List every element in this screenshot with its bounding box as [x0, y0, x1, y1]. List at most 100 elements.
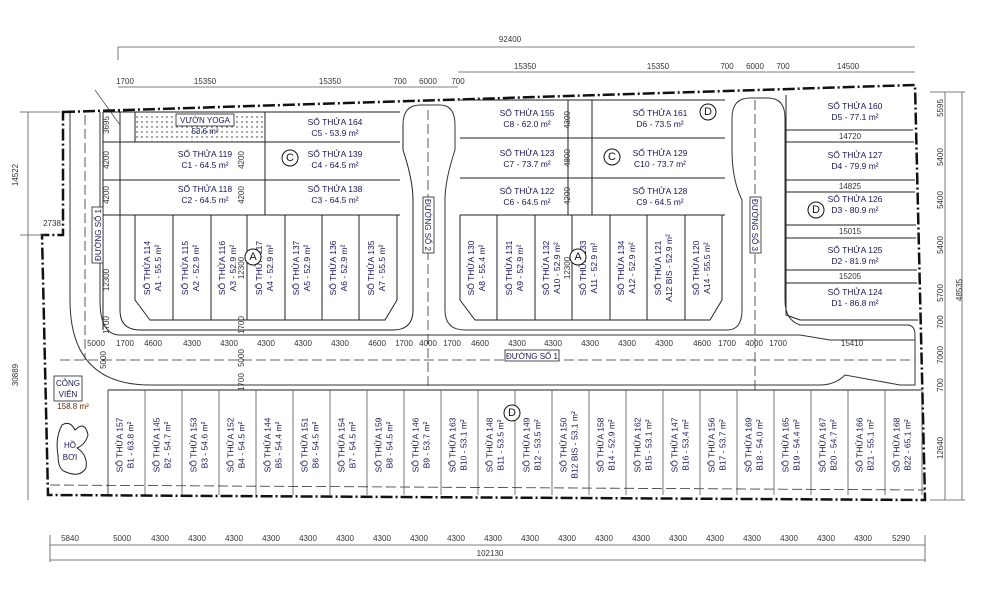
lot-number: SỐ THỬA 151: [299, 417, 310, 472]
road-2: [402, 97, 916, 340]
dim-label: 4300: [225, 534, 243, 543]
dim-label: 700: [936, 315, 945, 329]
lot-number: SỐ THỬA 126: [828, 193, 883, 204]
dim-label: 4300: [563, 111, 572, 129]
dim-label: 12640: [936, 436, 945, 459]
lot-area: B16 - 53.4 m²: [681, 419, 691, 471]
dim-label: 12300: [563, 256, 572, 279]
dim-label: 5000: [237, 349, 246, 367]
dim-label: 4300: [669, 534, 687, 543]
road-1-label: ĐƯỜNG SỐ 1: [506, 351, 558, 361]
dim-label: 4300: [817, 534, 835, 543]
lot-number: SỐ THỬA 122: [500, 185, 555, 196]
lot-area: B6 - 54.5 m²: [311, 421, 321, 468]
lot-area: B19 - 54.4 m²: [792, 419, 802, 471]
lot-number: SỐ THỬA 165: [780, 417, 791, 472]
lot-area: D4 - 79.9 m²: [831, 161, 878, 171]
yoga-garden-label: VƯỜN YOGA: [180, 116, 231, 125]
dim-label: 4300: [188, 534, 206, 543]
lot-area: C9 - 64.5 m²: [636, 197, 683, 207]
zone-marker: [569, 248, 587, 266]
dim-label: 4300: [294, 339, 312, 348]
zone-label: D: [812, 204, 820, 216]
lot-area: A6 - 52.9 m²: [339, 244, 349, 291]
dim-label: 4000: [745, 339, 763, 348]
lot-number: SỐ THỬA 147: [669, 417, 680, 472]
dim-label: 4300: [299, 534, 317, 543]
lot-area: B17 - 53.7 m²: [718, 419, 728, 471]
dim-label: 4300: [632, 534, 650, 543]
lot-number: SỐ THỬA 155: [500, 107, 555, 118]
park-area: 158.8 m²: [57, 402, 89, 411]
dim-label: 4300: [183, 339, 201, 348]
lot-area: A7 - 55.5 m²: [377, 244, 387, 291]
dim-label: 700: [936, 378, 945, 392]
lot-number: SỐ THỬA 145: [151, 417, 162, 472]
lot-area: A10 - 52.9 m²: [552, 242, 562, 294]
lot-area: A4 - 52.9 m²: [265, 244, 275, 291]
lot-number: SỐ THỬA 136: [327, 240, 338, 295]
lot-number: SỐ THỬA 164: [308, 116, 363, 127]
site-boundary: [40, 83, 927, 502]
lot-area: A12 BIS - 52.9 m²: [664, 234, 674, 302]
lot-area: D5 - 77.1 m²: [831, 112, 878, 122]
dim-label: 4200: [102, 151, 111, 169]
dim-label: 700: [720, 62, 734, 71]
dim-label: 4300: [262, 534, 280, 543]
dim-label: 14522: [11, 163, 20, 186]
lot-number: SỐ THỬA 131: [503, 240, 514, 295]
dim-label: 4300: [595, 534, 613, 543]
lot-area: C1 - 64.5 m²: [181, 160, 228, 170]
lot-number: SỐ THỬA 117: [253, 241, 264, 295]
lot-area: C8 - 62.0 m²: [503, 119, 550, 129]
zone-marker: [503, 404, 521, 422]
dim-label: 14825: [839, 182, 862, 191]
lot-area: D3 - 80.9 m²: [831, 205, 878, 215]
lot-area: B11 - 53.5 m²: [496, 419, 506, 470]
dim-label: 15410: [841, 339, 864, 348]
dim-label: 5400: [936, 148, 945, 166]
dim-right-total: 48535: [955, 278, 964, 301]
dim-label: 5840: [61, 534, 79, 543]
road-3-label: ĐƯỜNG SỐ 3: [750, 199, 760, 251]
dim-label: 15350: [194, 77, 217, 86]
dim-label: 1700: [102, 316, 111, 334]
zone-marker: [807, 201, 825, 219]
block-c-left: [102, 111, 400, 330]
lot-number: SỐ THỬA 135: [365, 240, 376, 295]
lot-area: B5 - 54.4 m²: [274, 421, 284, 468]
lot-number: SỐ THỬA 169: [743, 417, 754, 472]
dim-label: 4300: [618, 339, 636, 348]
dim-label: 4300: [706, 534, 724, 543]
lot-number: SỐ THỬA 127: [828, 149, 883, 160]
lot-number: SỐ THỬA 148: [484, 417, 495, 472]
dim-label: 1700: [443, 339, 461, 348]
dim-label: 4300: [544, 339, 562, 348]
block-b: [107, 389, 923, 495]
lot-number: SỐ THỬA 167: [817, 417, 828, 472]
lot-number: SỐ THỬA 124: [828, 286, 883, 297]
lot-area: B20 - 54.7 m²: [829, 419, 839, 471]
lot-area: B14 - 52.9 m²: [607, 419, 617, 471]
lot-area: B18 - 54.0 m²: [755, 419, 765, 471]
lot-number: SỐ THỬA 144: [262, 417, 273, 472]
